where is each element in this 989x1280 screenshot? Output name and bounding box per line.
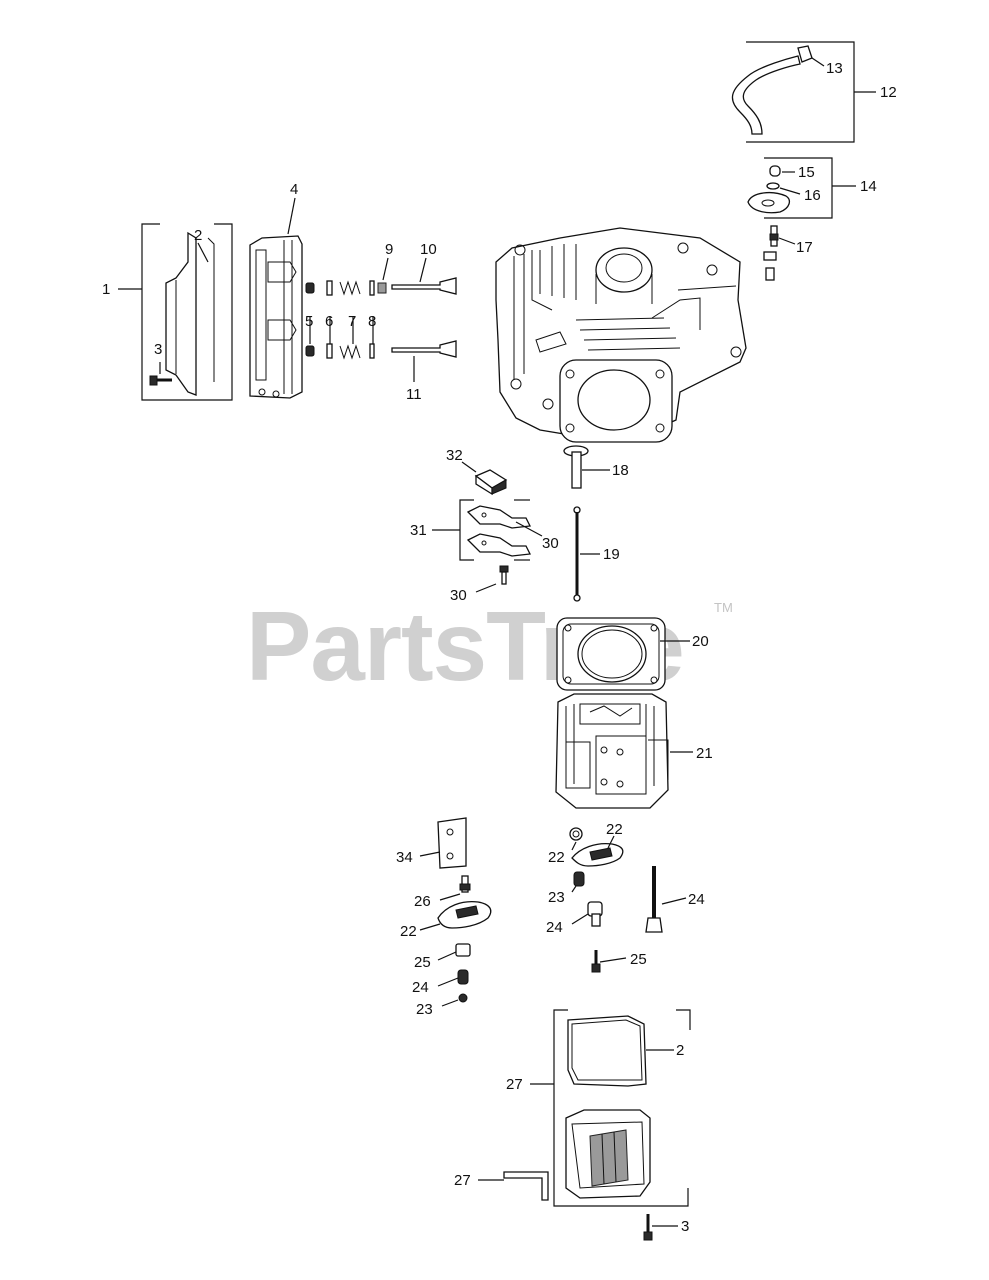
valve-train-lower[interactable] bbox=[305, 340, 457, 360]
callout-2b: 2 bbox=[676, 1042, 684, 1059]
part-24-pivot-right[interactable] bbox=[571, 871, 585, 893]
callout-15: 15 bbox=[798, 164, 815, 181]
callout-18: 18 bbox=[612, 462, 629, 479]
part-34-plate[interactable] bbox=[419, 817, 467, 869]
part-25-guide-left[interactable] bbox=[437, 943, 471, 961]
callout-1: 1 bbox=[102, 281, 110, 298]
callout-25a: 24 bbox=[546, 919, 563, 936]
part-27-stud-right[interactable] bbox=[591, 950, 627, 973]
callout-5: 5 bbox=[305, 313, 313, 330]
callout-33: 32 bbox=[446, 447, 463, 464]
callout-22a: 22 bbox=[606, 821, 623, 838]
callout-20: 20 bbox=[692, 633, 709, 650]
callout-22b: 22 bbox=[400, 923, 417, 940]
valve-train-upper[interactable] bbox=[305, 277, 457, 296]
callout-9: 9 bbox=[385, 241, 393, 258]
part-group-12-breather-hose[interactable] bbox=[731, 41, 876, 143]
watermark-trademark: TM bbox=[714, 600, 733, 615]
callout-31: 31 bbox=[410, 522, 427, 539]
callout-23a: 22 bbox=[548, 849, 565, 866]
callout-3: 3 bbox=[154, 341, 162, 358]
part-29-bracket[interactable] bbox=[478, 1171, 549, 1201]
part-27-stud-left[interactable] bbox=[439, 875, 471, 901]
part-18-tappet[interactable] bbox=[563, 445, 610, 489]
part-group-28-valve-cover[interactable] bbox=[530, 1009, 691, 1207]
callout-10: 10 bbox=[420, 241, 437, 258]
callout-7: 7 bbox=[348, 313, 356, 330]
part-17-stud[interactable] bbox=[763, 225, 796, 281]
part-21-cylinder-head[interactable] bbox=[555, 693, 693, 809]
callout-12: 12 bbox=[880, 84, 897, 101]
part-33-block[interactable] bbox=[461, 461, 508, 496]
callout-24a: 23 bbox=[548, 889, 565, 906]
callout-16: 16 bbox=[804, 187, 821, 204]
crankcase-cylinder-block[interactable] bbox=[495, 227, 747, 443]
callout-3b: 3 bbox=[681, 1218, 689, 1235]
callout-23b: 23 bbox=[416, 1001, 433, 1018]
part-group-31-plates[interactable] bbox=[432, 499, 543, 561]
callout-26: 24 bbox=[688, 891, 705, 908]
part-25-guide-right[interactable] bbox=[571, 901, 603, 927]
callout-19: 19 bbox=[603, 546, 620, 563]
part-26-head-bolt[interactable] bbox=[645, 866, 687, 933]
part-22-rocker-right[interactable] bbox=[571, 835, 624, 867]
callout-11: 11 bbox=[406, 386, 422, 403]
callout-34: 34 bbox=[396, 849, 413, 866]
callout-17: 17 bbox=[796, 239, 813, 256]
part-22-rocker-left[interactable] bbox=[419, 900, 492, 931]
callout-25b: 25 bbox=[414, 954, 431, 971]
callout-14: 14 bbox=[860, 178, 877, 195]
part-20-head-gasket[interactable] bbox=[556, 617, 690, 691]
callout-21: 21 bbox=[696, 745, 713, 762]
callout-8: 8 bbox=[368, 313, 376, 330]
callout-27a: 25 bbox=[630, 951, 647, 968]
part-3-screw-bottom[interactable] bbox=[643, 1214, 678, 1241]
callout-29: 27 bbox=[454, 1172, 471, 1189]
part-group-1-valve-cover-kit[interactable] bbox=[118, 223, 233, 401]
callout-24b: 24 bbox=[412, 979, 429, 996]
callout-4: 4 bbox=[290, 181, 298, 198]
part-30-screw[interactable] bbox=[475, 565, 509, 593]
part-group-14-breather-cover[interactable] bbox=[747, 157, 856, 219]
part-24-pivot-left[interactable] bbox=[437, 969, 469, 987]
callout-6: 6 bbox=[325, 313, 333, 330]
part-23-nut-left[interactable] bbox=[441, 993, 468, 1007]
part-19-push-rod[interactable] bbox=[573, 506, 600, 602]
callout-28: 27 bbox=[506, 1076, 523, 1093]
callout-13: 13 bbox=[826, 60, 843, 77]
callout-30: 30 bbox=[450, 587, 467, 604]
screw-3-icon bbox=[149, 375, 172, 386]
part-23-nut-right[interactable] bbox=[569, 827, 583, 851]
callout-2: 2 bbox=[194, 227, 202, 244]
callout-32: 30 bbox=[542, 535, 559, 552]
callout-27b: 26 bbox=[414, 893, 431, 910]
part-4-head-side[interactable] bbox=[249, 197, 303, 399]
